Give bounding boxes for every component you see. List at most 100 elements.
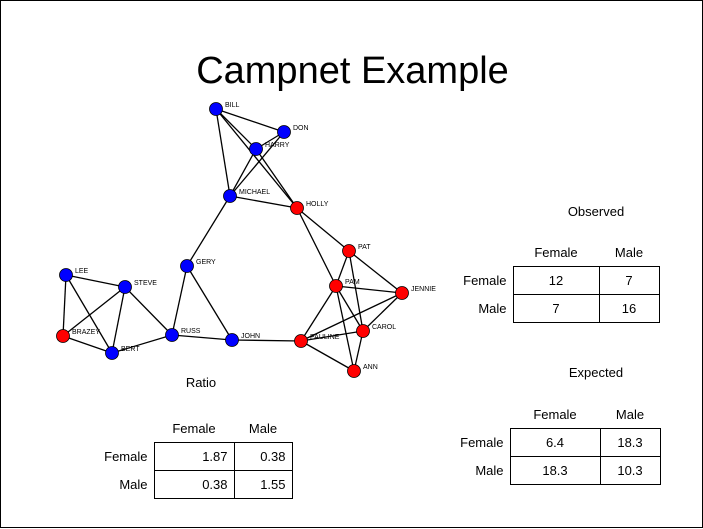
node-bill [209,102,223,116]
node-pat [342,244,356,258]
ratio-caption: Ratio [185,375,217,390]
edge-pam-carol [335,285,364,332]
observed-row-header: Female [463,272,507,288]
observed-caption: Observed [567,204,625,219]
edge-steve-bert [111,286,126,354]
edge-holly-pam [296,207,337,287]
expected-cell: 18.3 [509,455,601,485]
expected-row-header: Female [460,434,504,450]
edge-pam-jennie [335,285,403,294]
edge-bill-michael [215,108,231,197]
expected-col-header: Female [533,406,577,422]
observed-cell: 7 [512,293,600,323]
node-john [225,333,239,347]
node-bert [105,346,119,360]
edge-russ-john [171,334,233,341]
expected-table: Female Male Female 6.4 18.3 Male 18.3 10… [448,401,661,485]
node-label-gery: GERY [196,259,216,266]
node-label-pat: PAT [358,244,371,251]
node-russ [165,328,179,342]
node-label-ann: ANN [363,364,378,371]
edge-pam-ann [335,285,355,372]
node-label-harry: HARRY [265,142,290,149]
node-jennie [395,286,409,300]
node-carol [356,324,370,338]
observed-row-header: Male [478,300,507,316]
edge-don-michael [229,131,285,197]
observed-cell: 16 [598,293,660,323]
node-pam [329,279,343,293]
node-don [277,125,291,139]
edge-jennie-carol [362,292,403,332]
edge-steve-russ [124,286,173,336]
node-label-bill: BILL [225,102,240,109]
node-michael [223,189,237,203]
observed-cell: 12 [512,265,600,295]
edge-pat-carol [348,250,364,332]
node-brazey [56,329,70,343]
edge-steve-brazey [62,286,126,337]
node-label-pam: PAM [345,279,360,286]
node-label-bert: BERT [121,346,140,353]
ratio-col-header: Male [248,420,278,436]
observed-col-header: Female [534,244,578,260]
edge-brazey-bert [62,335,113,354]
ratio-row-header: Male [119,476,148,492]
expected-col-header: Male [615,406,645,422]
network-edges [62,108,403,372]
node-pauline [294,334,308,348]
node-label-brazey: BRAZEY [72,329,100,336]
ratio-table: Female Male Female 1.87 0.38 Male 0.38 1… [89,415,293,499]
edge-bert-russ [111,334,173,354]
edge-bill-don [215,108,285,133]
ratio-cell: 1.55 [233,469,293,499]
expected-cell: 18.3 [599,427,661,457]
edge-pat-jennie [348,250,403,294]
edge-pam-pauline [300,285,337,342]
edge-pauline-carol [300,330,364,342]
node-label-russ: RUSS [181,328,201,335]
edge-lee-bert [65,274,113,354]
edge-bill-holly [215,108,298,209]
node-label-steve: STEVE [134,280,157,287]
node-ann [347,364,361,378]
ratio-cell: 1.87 [153,441,235,471]
observed-cell: 7 [598,265,660,295]
edge-bill-harry [215,108,257,150]
expected-cell: 10.3 [599,455,661,485]
node-holly [290,201,304,215]
node-label-carol: CAROL [372,324,396,331]
edge-michael-gery [186,195,231,267]
edge-lee-brazey [62,274,67,337]
node-label-john: JOHN [241,333,260,340]
edge-gery-john [186,265,233,341]
expected-cell: 6.4 [509,427,601,457]
node-harry [249,142,263,156]
ratio-cell: 0.38 [153,469,235,499]
node-label-pauline: PAULINE [310,334,340,341]
node-label-jennie: JENNIE [411,286,436,293]
edge-holly-pat [296,207,350,252]
edge-michael-holly [229,195,298,209]
node-label-don: DON [293,125,309,132]
observed-col-header: Male [614,244,644,260]
node-gery [180,259,194,273]
node-steve [118,280,132,294]
edge-jennie-pauline [300,292,403,342]
edge-john-pauline [231,339,302,342]
edge-lee-steve [65,274,126,288]
slide-title: Campnet Example [196,50,509,92]
node-lee [59,268,73,282]
expected-caption: Expected [568,365,624,380]
ratio-col-header: Female [172,420,216,436]
observed-table: Female Male Female 12 7 Male 7 16 [453,239,660,323]
node-label-michael: MICHAEL [239,189,270,196]
edge-gery-russ [171,265,188,336]
expected-row-header: Male [475,462,504,478]
edge-pauline-ann [300,340,355,372]
node-label-lee: LEE [75,268,89,275]
ratio-row-header: Female [104,448,148,464]
